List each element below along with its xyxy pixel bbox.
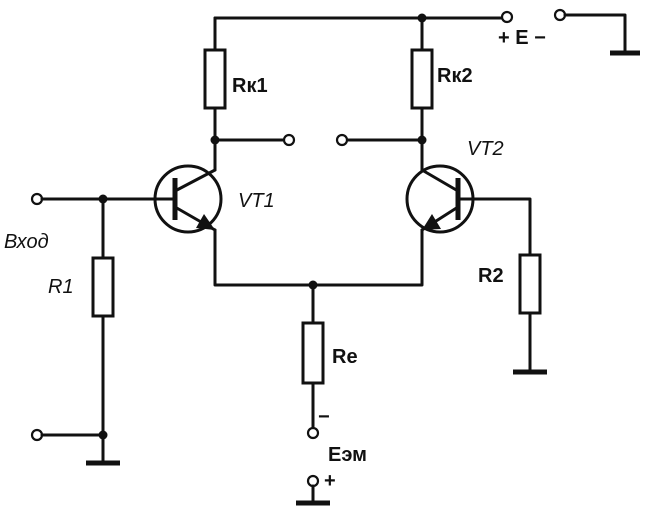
label-emitter-plus: +	[324, 470, 336, 492]
label-r1: R1	[48, 276, 74, 298]
rk1-branch	[203, 16, 296, 172]
resistor-re	[301, 321, 325, 385]
resistor-rk1	[203, 48, 227, 110]
supply-rail	[213, 10, 514, 24]
emitter-supply-minus-terminal	[306, 426, 320, 440]
output-terminal-1	[282, 133, 296, 147]
rk2-branch	[335, 16, 434, 172]
label-emitter-supply: Eэм	[328, 444, 367, 466]
resistor-r2	[518, 253, 542, 315]
output-terminal-2	[335, 133, 349, 147]
label-emitter-minus: −	[318, 406, 330, 428]
resistor-r1	[91, 256, 115, 318]
input-network	[30, 192, 177, 466]
label-r2: R2	[478, 265, 504, 287]
label-vt1: VT1	[238, 190, 275, 212]
emitter-arrow-icon	[422, 214, 441, 230]
emitter-network	[213, 228, 424, 506]
resistor-rk2	[410, 48, 434, 110]
supply-plus-terminal	[500, 10, 514, 24]
label-rk2: Rк2	[437, 65, 473, 87]
supply-ground	[553, 8, 640, 56]
label-vt2: VT2	[467, 138, 504, 160]
r2-branch	[456, 197, 547, 375]
label-re: Re	[332, 346, 358, 368]
label-rk1: Rк1	[232, 75, 268, 97]
emitter-arrow-icon	[196, 214, 215, 230]
label-supply: + E −	[498, 27, 546, 49]
label-input: Вход	[4, 231, 49, 253]
